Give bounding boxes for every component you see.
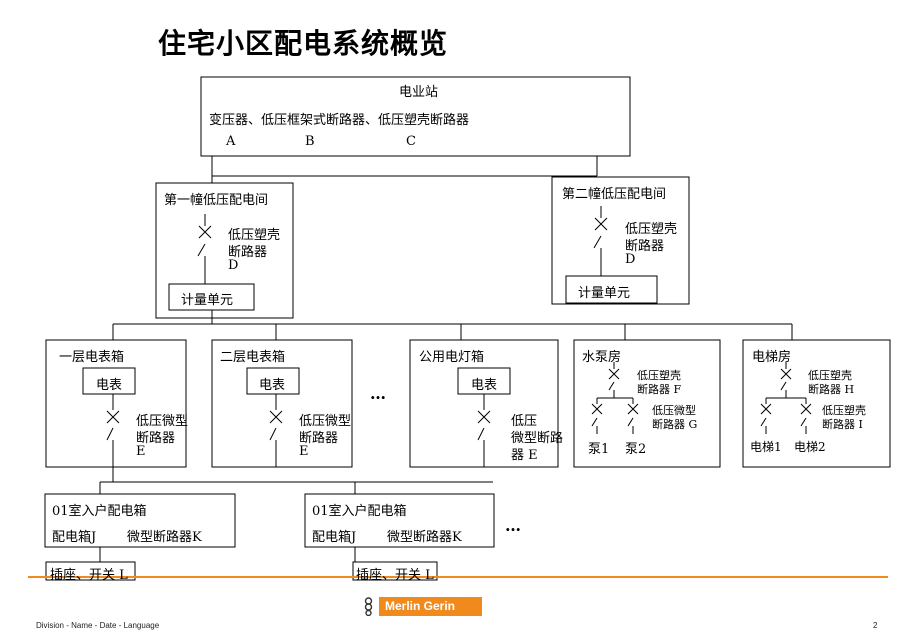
elevator-load2: 电梯2 xyxy=(794,440,826,454)
floor1-meter-label: 电表 xyxy=(96,378,123,393)
substation-label-a: A xyxy=(226,134,236,149)
elevator-load1: 电梯1 xyxy=(750,440,782,454)
floor1-meter xyxy=(82,367,136,395)
building2-breaker-line1: 低压塑壳 xyxy=(625,222,678,237)
rooms-ellipsis: … xyxy=(505,516,523,535)
room1-box xyxy=(44,493,236,548)
pump-name: 水泵房 xyxy=(582,350,622,365)
elevator-name: 电梯房 xyxy=(752,350,792,365)
public-breaker-id: 器 E xyxy=(511,448,538,463)
substation-name: 电业站 xyxy=(399,85,439,100)
substation-label-c: C xyxy=(406,134,416,149)
floor2-breaker-id: E xyxy=(299,444,309,459)
room2-socket-label: 插座、开关 L xyxy=(356,568,434,583)
substation-label-b: B xyxy=(305,134,315,149)
footer-left-text: Division - Name - Date - Language xyxy=(36,621,160,630)
public-name: 公用电灯箱 xyxy=(419,350,485,365)
room2-socket-box xyxy=(352,561,438,581)
brand-logo-mark xyxy=(362,597,375,617)
floor2-meter-label: 电表 xyxy=(259,378,286,393)
floor1-breaker-id: E xyxy=(136,444,146,459)
pump-load1: 泵1 xyxy=(588,442,610,457)
building2-meter-label: 计量单元 xyxy=(578,286,631,301)
building2-box xyxy=(551,176,690,305)
pump-load2: 泵2 xyxy=(625,442,647,457)
elevator-box xyxy=(742,339,891,468)
building1-breaker-id: D xyxy=(228,258,239,273)
boxes-ellipsis: … xyxy=(370,384,388,403)
brand-logo: Merlin Gerin xyxy=(362,597,482,617)
pump-sub-line1: 低压微型 xyxy=(652,404,696,417)
public-breaker-line1: 低压 xyxy=(511,414,538,429)
floor2-breaker-line2: 断路器 xyxy=(299,431,339,446)
room2-box-label: 配电箱J xyxy=(312,530,357,545)
page-number: 2 xyxy=(873,621,878,630)
pump-sub-line2: 断路器 G xyxy=(652,418,698,431)
elevator-main-line2: 断路器 H xyxy=(808,383,855,396)
room2-breaker-label: 微型断路器K xyxy=(387,530,462,545)
pump-main-line2: 断路器 F xyxy=(637,383,682,396)
floor2-name: 二层电表箱 xyxy=(220,350,286,365)
building2-meter-box xyxy=(565,275,658,304)
public-meter-label: 电表 xyxy=(471,378,498,393)
floor1-box xyxy=(45,339,187,468)
pump-main-line1: 低压塑壳 xyxy=(637,369,681,382)
building1-meter-label: 计量单元 xyxy=(181,293,234,308)
floor1-breaker-line1: 低压微型 xyxy=(136,414,189,429)
building2-breaker-id: D xyxy=(625,252,636,267)
pump-box xyxy=(573,339,721,468)
building1-breaker-line2: 断路器 xyxy=(228,245,268,260)
floor1-breaker-line2: 断路器 xyxy=(136,431,176,446)
building2-name: 第二幢低压配电间 xyxy=(562,187,667,202)
floor1-name: 一层电表箱 xyxy=(59,350,125,365)
floor2-breaker-line1: 低压微型 xyxy=(299,414,352,429)
public-breaker-line2: 微型断路 xyxy=(511,431,564,446)
room1-breaker-label: 微型断路器K xyxy=(127,530,202,545)
elevator-sub-line1: 低压塑壳 xyxy=(822,404,866,417)
room2-name: 01室入户配电箱 xyxy=(312,504,407,519)
page-title: 住宅小区配电系统概览 xyxy=(158,27,449,60)
building2-breaker-line2: 断路器 xyxy=(625,239,665,254)
floor2-box xyxy=(211,339,353,468)
substation-equipment: 变压器、低压框架式断路器、低压塑壳断路器 xyxy=(209,113,470,128)
room2-box xyxy=(304,493,495,548)
room1-box-label: 配电箱J xyxy=(52,530,97,545)
elevator-sub-line2: 断路器 I xyxy=(822,418,863,431)
room1-name: 01室入户配电箱 xyxy=(52,504,147,519)
room1-socket-box xyxy=(45,561,136,581)
building1-breaker-line1: 低压塑壳 xyxy=(228,228,281,243)
floor2-meter xyxy=(246,367,300,395)
elevator-main-line1: 低压塑壳 xyxy=(808,369,852,382)
building1-box xyxy=(155,182,294,319)
building1-name: 第一幢低压配电间 xyxy=(164,193,269,208)
room1-socket-label: 插座、开关 L xyxy=(50,568,128,583)
brand-name: Merlin Gerin xyxy=(379,597,482,616)
substation-box xyxy=(200,76,631,157)
